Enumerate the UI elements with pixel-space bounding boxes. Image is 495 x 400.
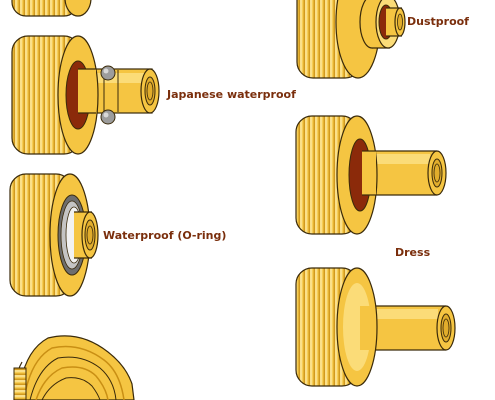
crown-top-left-partial	[11, 0, 92, 17]
label-waterproof-oring: Waterproof (O-ring)	[103, 229, 227, 242]
crown-japanese-waterproof	[11, 35, 160, 155]
crown-bottom-left-partial	[13, 335, 135, 400]
label-dustproof: Dustproof	[407, 15, 469, 28]
crown-waterproof-oring	[9, 173, 99, 297]
label-dress: Dress	[395, 246, 431, 259]
label-japanese-waterproof: Japanese waterproof	[167, 88, 296, 101]
crown-plain-middle	[295, 115, 447, 235]
crown-dress	[295, 267, 456, 387]
crown-dustproof	[296, 0, 406, 79]
